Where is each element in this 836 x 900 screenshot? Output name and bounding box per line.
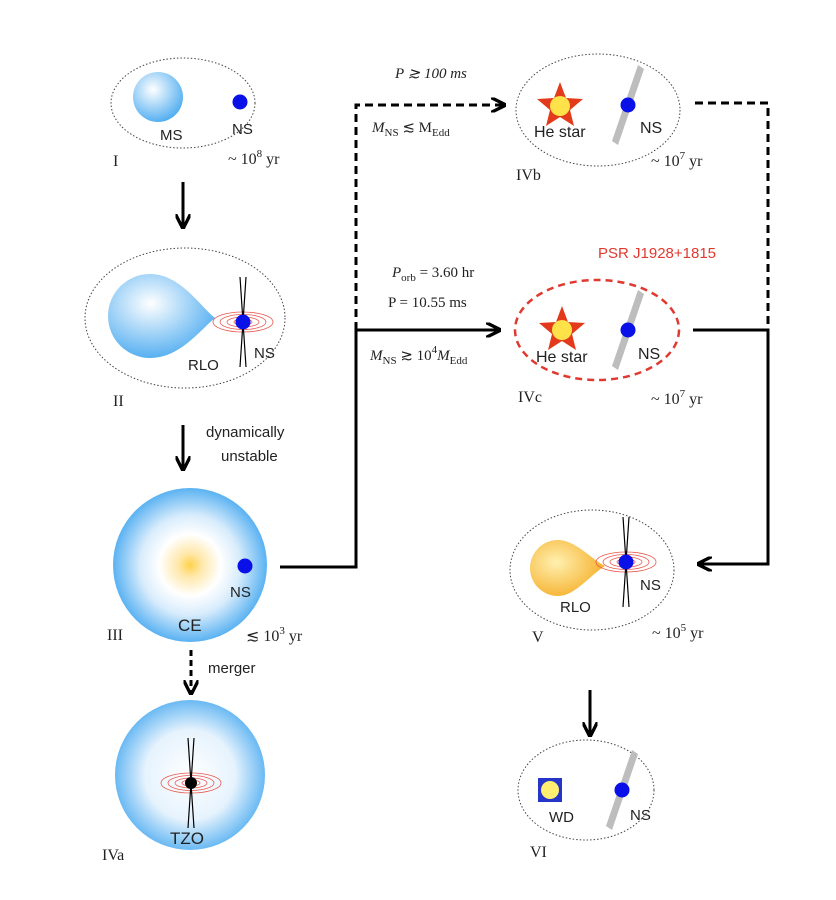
stage-label: IVa [102,847,124,864]
he-star-label: He star [536,349,588,366]
accretion-rate-condition: MNS ≲ MEdd [371,120,450,139]
binary-orbit-outline [509,509,675,631]
stage-IVa: TZO IVa [102,700,265,864]
ns-label: NS [230,584,251,601]
arrow-III-to-IVb [354,105,503,330]
highlighted-orbit-outline [513,278,681,382]
ns-label: NS [232,121,253,138]
ns-label: NS [630,807,651,824]
stage-I: MS NS I ~ 108 yr [110,57,280,170]
stage-label: I [113,153,118,170]
common-envelope [113,488,267,642]
neutron-star [620,97,636,113]
binary-orbit-outline [110,57,256,149]
binary-orbit-outline [515,53,681,167]
ns-label: NS [640,577,661,594]
ns-label: NS [254,345,275,362]
neutron-star [232,94,248,110]
stage-II: RLO NS II [84,247,286,410]
tzo-label: TZO [170,829,204,848]
ns-label: NS [640,120,662,137]
neutron-star-core [185,777,197,789]
stage-IVb: P ≳ 100 ms MNS ≲ MEdd He star NS IVb ~ 1… [371,53,703,184]
arrow-IVc-to-V [693,328,770,564]
ns-label: NS [638,346,660,363]
spin-period-label: P = 10.55 ms [388,295,467,311]
neutron-star [618,554,634,570]
roche-lobe-donor-star [108,274,215,358]
timescale-label: ≲ 103 yr [246,625,303,645]
timescale-label: ~ 108 yr [228,148,280,168]
rlo-label: RLO [560,599,591,616]
stage-label: II [113,393,124,410]
wd-label: WD [549,809,574,826]
orbital-period-label: Porb = 3.60 hr [391,265,474,284]
stage-III: NS CE III ≲ 103 yr [107,488,303,645]
helium-star [537,82,583,126]
stage-label: IVb [516,167,541,184]
roche-lobe-he-star [530,540,605,596]
he-star-label: He star [534,124,586,141]
binary-orbit-outline [84,247,286,389]
neutron-star [235,314,251,330]
transition-label: dynamically [206,424,285,441]
stage-V: RLO NS V ~ 105 yr [509,509,704,646]
stage-label: VI [530,844,547,861]
white-dwarf [541,781,559,799]
timescale-label: ~ 105 yr [652,622,704,642]
ms-label: MS [160,127,183,144]
pulsar-name-label: PSR J1928+1815 [598,245,716,262]
main-sequence-star [133,72,183,122]
transition-label: merger [208,660,256,677]
stage-label: III [107,627,123,644]
accretion-rate-condition: MNS ≳ 104MEdd [369,344,468,367]
neutron-star [614,782,630,798]
binary-orbit-outline [517,739,655,841]
neutron-star [237,558,253,574]
ce-label: CE [178,616,202,635]
transition-label: unstable [221,448,278,465]
spin-period-condition: P ≳ 100 ms [394,66,467,82]
stage-label: V [532,629,544,646]
stage-VI: WD NS VI [517,739,655,861]
arrow-III-to-IVc [280,330,498,569]
rlo-label: RLO [188,357,219,374]
timescale-label: ~ 107 yr [651,150,703,170]
dashed-connector-IVb-to-V [695,101,770,330]
helium-star [539,306,585,350]
stage-IVc: PSR J1928+1815 Porb = 3.60 hr P = 10.55 … [369,245,716,408]
neutron-star [620,322,636,338]
timescale-label: ~ 107 yr [651,388,703,408]
stage-label: IVc [518,389,542,406]
